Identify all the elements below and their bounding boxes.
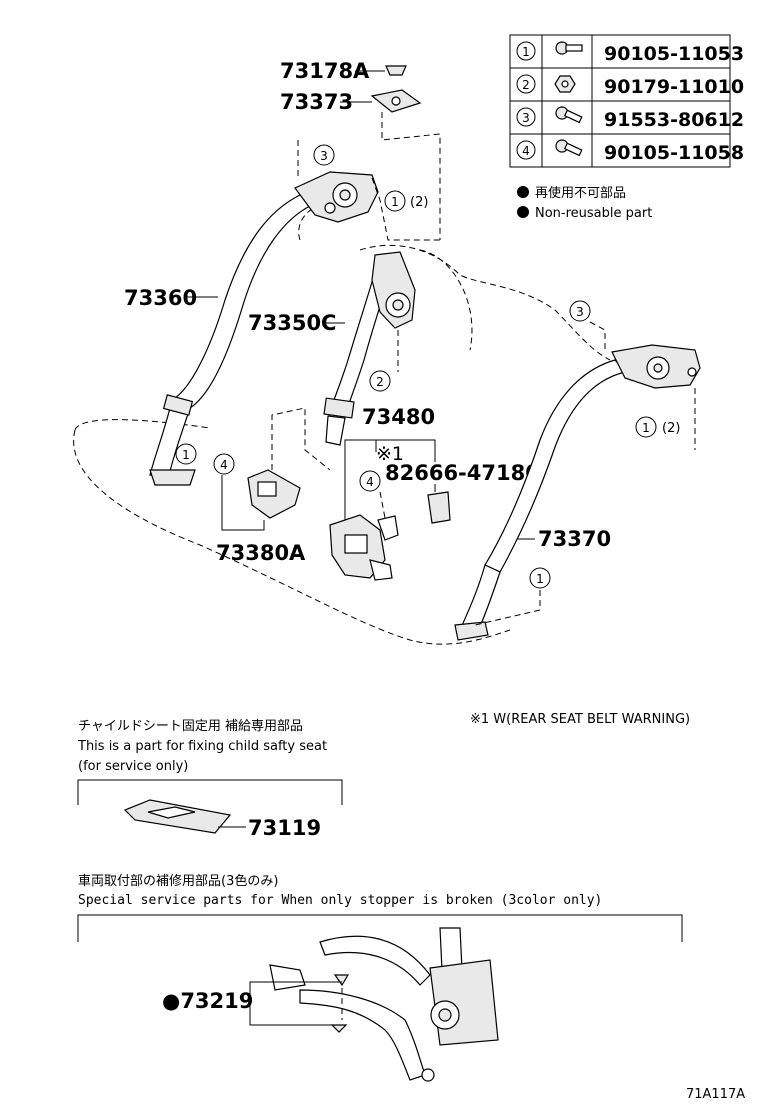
child-seat-section: チャイルドシート固定用 補給専用部品 This is a part for fi… — [77, 719, 343, 840]
part-label-73370: 73370 — [538, 527, 611, 551]
fastener-part-number: 90179-11010 — [604, 76, 744, 98]
nut-icon — [554, 75, 576, 93]
part-82666-47180: 82666-47180 — [385, 461, 540, 524]
legend-jp: 再使用不可部品 — [535, 185, 626, 201]
part-label-73480: 73480 — [362, 405, 435, 429]
fastener-row-2: 2 90179-11010 — [516, 74, 744, 98]
fastener-ref: 2 — [522, 78, 530, 92]
callout-4: 4 — [220, 458, 228, 472]
non-reusable-dot-icon — [517, 186, 529, 198]
part-73360: 73360 — [124, 140, 440, 486]
stopper-section: 車両取付部の補修用部品(3色のみ) Special service parts … — [77, 873, 683, 1082]
fastener-ref: 4 — [522, 144, 530, 158]
child-seat-note-jp: チャイルドシート固定用 補給専用部品 — [78, 719, 303, 734]
stopper-note-jp: 車両取付部の補修用部品(3色のみ) — [78, 873, 278, 889]
fastener-row-3: 3 91553-80612 — [516, 106, 744, 131]
callout-1: 1 — [642, 421, 650, 435]
callout-1: 1 — [182, 448, 190, 462]
part-label-73380A: 73380A — [216, 541, 306, 565]
part-label-73219: ●73219 — [162, 989, 253, 1013]
part-73370: 73370 — [454, 321, 701, 641]
fastener-part-number: 90105-11053 — [604, 43, 744, 65]
fastener-part-number: 90105-11058 — [604, 142, 744, 164]
part-label-73350C: 73350C — [248, 311, 336, 335]
part-label-82666: 82666-47180 — [385, 461, 540, 485]
fastener-row-4: 4 90105-11058 — [516, 139, 744, 164]
part-label-73360: 73360 — [124, 286, 197, 310]
callout-paren-2: (2) — [662, 421, 680, 436]
fastener-table: 1 90105-11053 2 90179-11010 3 91553-8061 — [509, 34, 744, 168]
callout-4: 4 — [366, 475, 374, 489]
seat-outline — [73, 204, 611, 645]
callouts: 3 1 (2) 2 1 4 4 3 1 (2) 1 — [175, 144, 680, 589]
callout-3: 3 — [320, 149, 328, 163]
fastener-part-number: 91553-80612 — [604, 109, 744, 131]
fastener-ref: 3 — [522, 111, 530, 125]
bolt-icon — [555, 139, 583, 157]
child-seat-note-en2: (for service only) — [78, 759, 188, 774]
figure-code: 71A117A — [686, 1087, 745, 1102]
buckle-73380A — [247, 469, 301, 519]
stopper-note-en: Special service parts for When only stop… — [78, 893, 602, 908]
callout-3: 3 — [576, 305, 584, 319]
callout-1: 1 — [536, 572, 544, 586]
stopper-assembly — [269, 927, 499, 1082]
legend: 再使用不可部品 Non-reusable part — [517, 185, 652, 221]
bolt-icon — [555, 41, 583, 55]
non-reusable-dot-icon — [517, 206, 529, 218]
part-73350C: 73350C — [248, 251, 416, 446]
note-mark: ※1 — [376, 443, 404, 465]
part-73178A: 73178A — [280, 59, 407, 83]
right-retractor — [611, 344, 701, 389]
callout-1: 1 — [391, 195, 399, 209]
bolt-icon — [555, 106, 583, 124]
part-73373: 73373 — [280, 89, 441, 240]
left-retractor — [294, 171, 379, 223]
fastener-ref: 1 — [522, 45, 530, 59]
legend-en: Non-reusable part — [535, 206, 652, 221]
fastener-row-1: 1 90105-11053 — [516, 41, 744, 65]
child-seat-note-en: This is a part for fixing child safty se… — [77, 739, 327, 754]
callout-2: 2 — [376, 375, 384, 389]
callout-paren-2: (2) — [410, 195, 428, 210]
warning-note: ※1 W(REAR SEAT BELT WARNING) — [470, 712, 690, 727]
part-73480: 73480 ※1 — [329, 405, 436, 581]
part-73380A: 73380A — [216, 407, 331, 565]
part-label-73119: 73119 — [248, 816, 321, 840]
center-retractor — [371, 251, 416, 329]
bracket-73119 — [123, 799, 232, 834]
buckle-assembly — [329, 514, 399, 581]
